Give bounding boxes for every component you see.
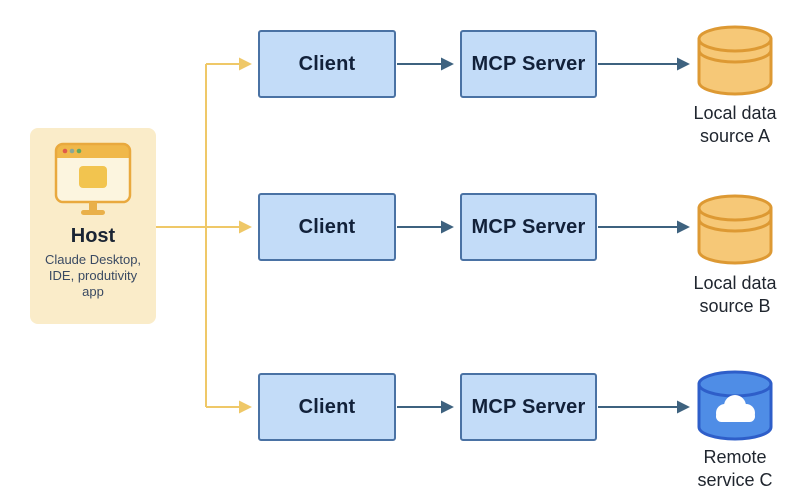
cloud-glyph bbox=[716, 395, 755, 422]
source-a-label-line1: Local data bbox=[693, 103, 777, 123]
host-node: Host Claude Desktop, IDE, produtivity ap… bbox=[30, 128, 156, 324]
service-c-label-line2: service C bbox=[697, 469, 773, 490]
source-a-label-line2: source A bbox=[699, 125, 771, 146]
source-b-label: Local data source B bbox=[674, 272, 796, 317]
cloud-database-icon bbox=[697, 370, 773, 441]
service-c-label: Remote service C bbox=[674, 446, 796, 491]
mcp-server-label: MCP Server bbox=[471, 52, 586, 75]
client-node-1: Client bbox=[258, 30, 396, 98]
client-node-3: Client bbox=[258, 373, 396, 441]
mcp-server-label: MCP Server bbox=[471, 395, 586, 418]
monitor-app-icon bbox=[54, 142, 132, 215]
database-icon bbox=[697, 25, 773, 96]
mcp-server-node-2: MCP Server bbox=[460, 193, 597, 261]
client-label: Client bbox=[298, 52, 356, 75]
service-c-label-line1: Remote bbox=[703, 447, 767, 467]
source-b-label-line1: Local data bbox=[693, 273, 777, 293]
client-node-2: Client bbox=[258, 193, 396, 261]
mcp-server-label: MCP Server bbox=[471, 215, 586, 238]
mcp-server-node-1: MCP Server bbox=[460, 30, 597, 98]
mcp-server-node-3: MCP Server bbox=[460, 373, 597, 441]
database-icon bbox=[697, 194, 773, 265]
host-label: Host bbox=[70, 225, 116, 247]
source-a-label: Local data source A bbox=[674, 102, 796, 147]
client-label: Client bbox=[298, 215, 356, 238]
host-description: Claude Desktop, IDE, produtivity app bbox=[44, 252, 142, 299]
source-b-label-line2: source B bbox=[699, 295, 771, 316]
client-label: Client bbox=[298, 395, 356, 418]
